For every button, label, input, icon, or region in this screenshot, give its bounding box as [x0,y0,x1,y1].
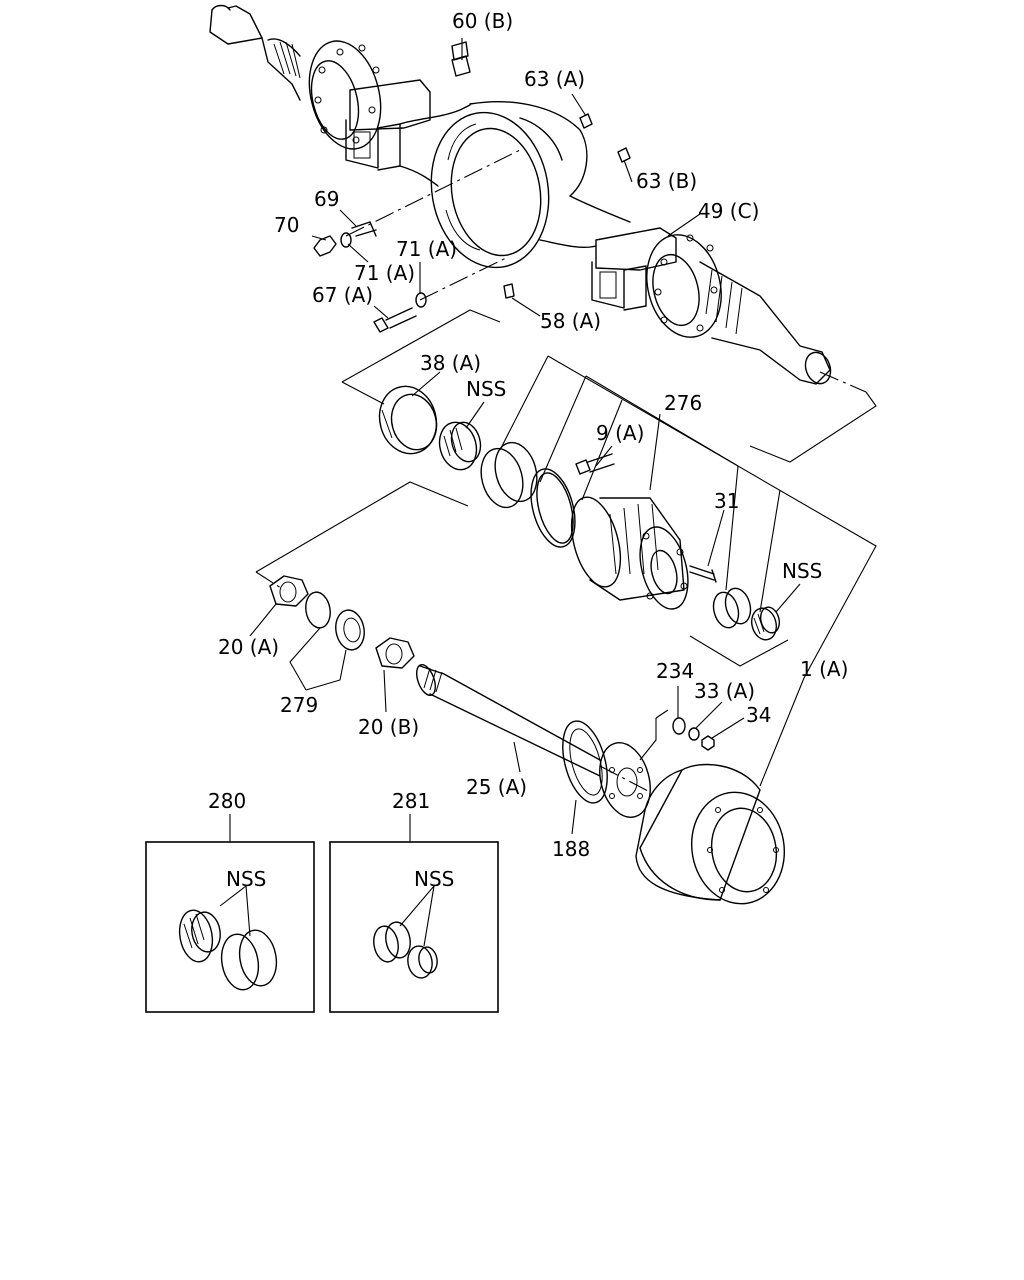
hub-276 [570,496,689,610]
label-31: 31 [714,489,739,513]
washer-33a [688,727,700,741]
label-58a: 58 (A) [540,309,601,333]
tone-ring [530,468,576,548]
label-nss-box281: NSS [414,867,454,891]
label-20a: 20 (A) [218,635,279,659]
label-280: 280 [208,789,246,813]
part-labels: 60 (B) 63 (A) 63 (B) 49 (C) 69 70 71 (A)… [208,9,848,891]
label-63a: 63 (A) [524,67,585,91]
bearing-cone-nss-inner [438,421,482,471]
bolt-9a [575,453,615,475]
label-1a: 1 (A) [800,657,848,681]
nut-20a [269,575,309,607]
washer-71a [340,232,352,248]
box281-bearing-cone [407,945,438,979]
label-25a: 25 (A) [466,775,527,799]
label-60b: 60 (B) [452,9,513,33]
plug-63a [579,113,593,129]
box280-bearing-cup [220,929,278,991]
box280-bearing-cone [178,909,221,963]
bearing-cup-inner [480,441,538,509]
housing-hardware [313,41,631,333]
label-71a-lower: 71 (A) [354,261,415,285]
label-33a: 33 (A) [694,679,755,703]
plug-60b [451,55,471,77]
box281-bearing-cup [373,921,411,963]
label-71a-upper: 71 (A) [396,237,457,261]
center-dash-lines [255,149,867,793]
label-34: 34 [746,703,771,727]
bearing-cup-outer [712,587,752,629]
label-nss-inner: NSS [466,377,506,401]
seal-38a [378,385,438,455]
label-69: 69 [314,187,339,211]
label-9a: 9 (A) [596,421,644,445]
stud-69 [351,221,377,237]
label-38a: 38 (A) [420,351,481,375]
label-49c: 49 (C) [698,199,759,223]
axle-housing [209,4,832,385]
label-70: 70 [274,213,299,237]
stud-31 [689,565,717,583]
washer-279 [305,591,331,629]
nut-70 [313,235,337,257]
label-234: 234 [656,659,694,683]
label-188: 188 [552,837,590,861]
leader-lines [219,38,877,947]
label-20b: 20 (B) [358,715,419,739]
plug-58a [503,283,515,299]
plug-63b [617,147,631,163]
kit-box-281 [329,841,499,1013]
bearing-cone-nss-outer [750,606,781,641]
nut-20b [375,637,415,669]
spacer-234 [672,717,686,735]
label-67a: 67 (A) [312,283,373,307]
washer-71a-2 [415,292,427,308]
lock-washer [335,609,365,651]
label-276: 276 [664,391,702,415]
shaft-flange [599,742,651,818]
gasket-188 [562,720,608,804]
bolt-67a [373,307,417,333]
axle-shaft-25a [416,664,601,777]
nut-34 [701,735,715,751]
label-279: 279 [280,693,318,717]
label-nss-box280: NSS [226,867,266,891]
label-nss-outer: NSS [782,559,822,583]
label-281: 281 [392,789,430,813]
hardware-234-33a-34 [672,717,715,751]
brake-drum-1a [635,763,786,905]
label-63b: 63 (B) [636,169,697,193]
